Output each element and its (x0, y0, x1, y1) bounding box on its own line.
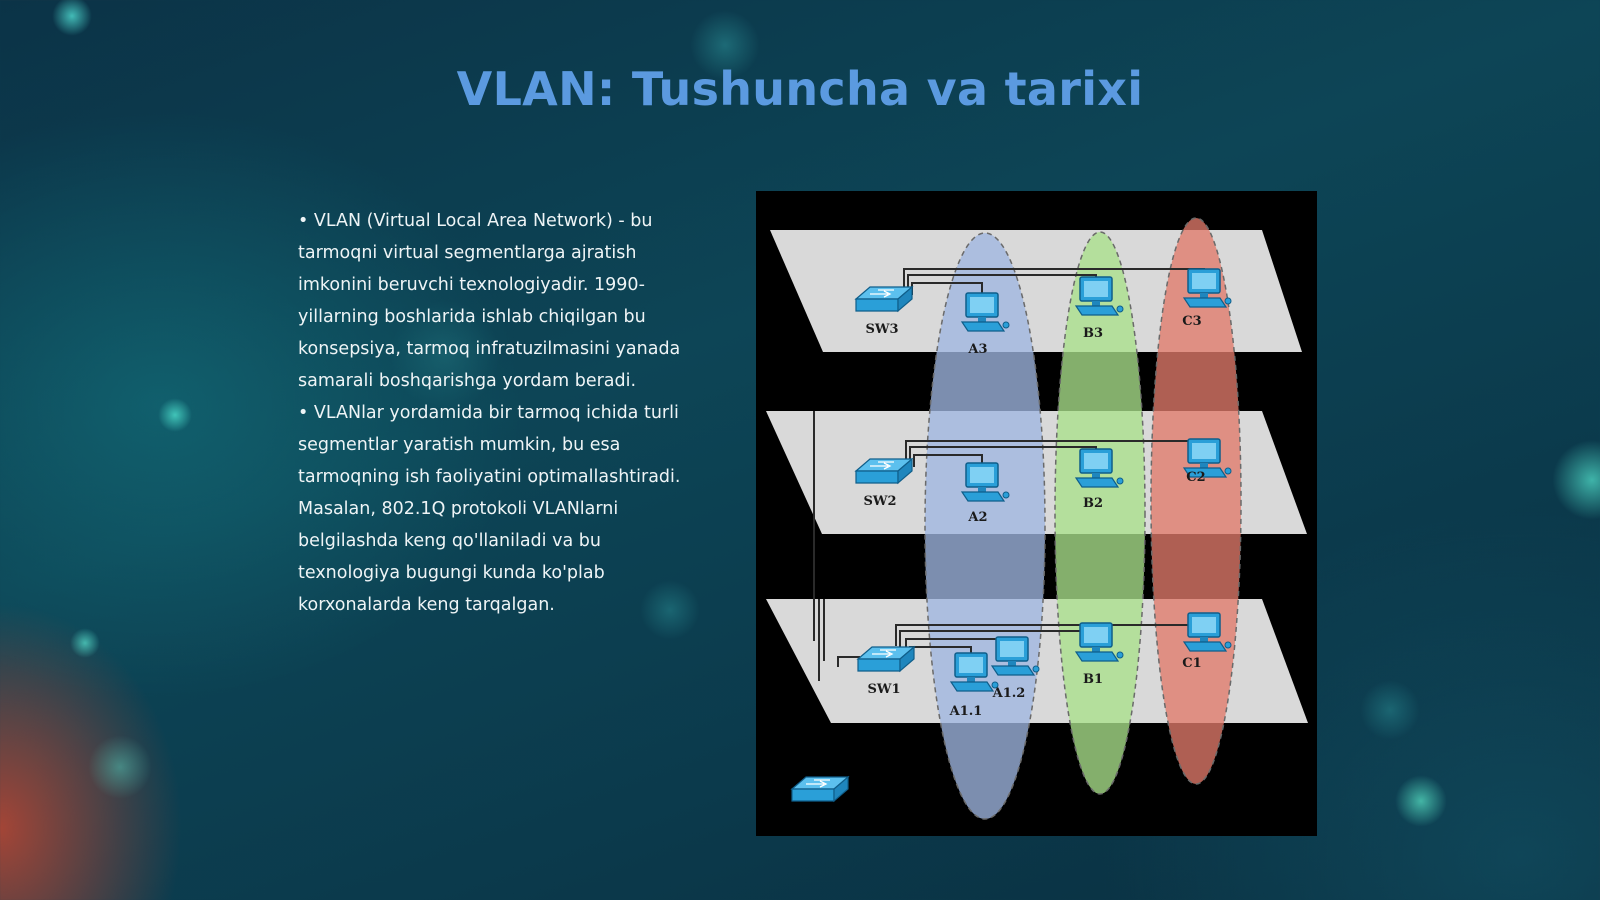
label-b3: B3 (1083, 326, 1103, 341)
bokeh-decoration (1552, 440, 1600, 520)
label-b1: B1 (1083, 672, 1103, 687)
bokeh-decoration (52, 0, 92, 36)
bokeh-decoration (1395, 775, 1447, 827)
trunk-lines (813, 411, 825, 681)
bokeh-decoration (1360, 680, 1420, 740)
label-c2: C2 (1186, 470, 1205, 485)
label-a1-1: A1.1 (949, 704, 983, 719)
core-switch-icon (791, 776, 849, 802)
bokeh-decoration (158, 398, 192, 432)
bokeh-decoration (88, 735, 152, 799)
bullet-paragraph-2: • VLANlar yordamida bir tarmoq ichida tu… (298, 403, 681, 615)
label-sw1: SW1 (867, 682, 900, 697)
label-a2: A2 (967, 510, 987, 525)
label-b2: B2 (1083, 496, 1103, 511)
bokeh-decoration (70, 628, 100, 658)
label-c1: C1 (1182, 656, 1201, 671)
vlan-b-region (1054, 231, 1146, 795)
label-sw3: SW3 (865, 322, 898, 337)
slide-body-text: • VLAN (Virtual Local Area Network) - bu… (298, 205, 698, 621)
vlan-diagram-svg: SW3 A3 B3 C3 SW2 A2 B2 C2 SW1 A1.1 A1.2 … (766, 217, 1308, 820)
label-c3: C3 (1182, 314, 1201, 329)
vlan-diagram: SW3 A3 B3 C3 SW2 A2 B2 C2 SW1 A1.1 A1.2 … (756, 191, 1317, 836)
bullet-paragraph-1: • VLAN (Virtual Local Area Network) - bu… (298, 211, 681, 391)
label-a1-2: A1.2 (992, 686, 1026, 701)
slide-title: VLAN: Tushuncha va tarixi (456, 62, 1144, 116)
label-a3: A3 (967, 342, 987, 357)
label-sw2: SW2 (863, 494, 896, 509)
